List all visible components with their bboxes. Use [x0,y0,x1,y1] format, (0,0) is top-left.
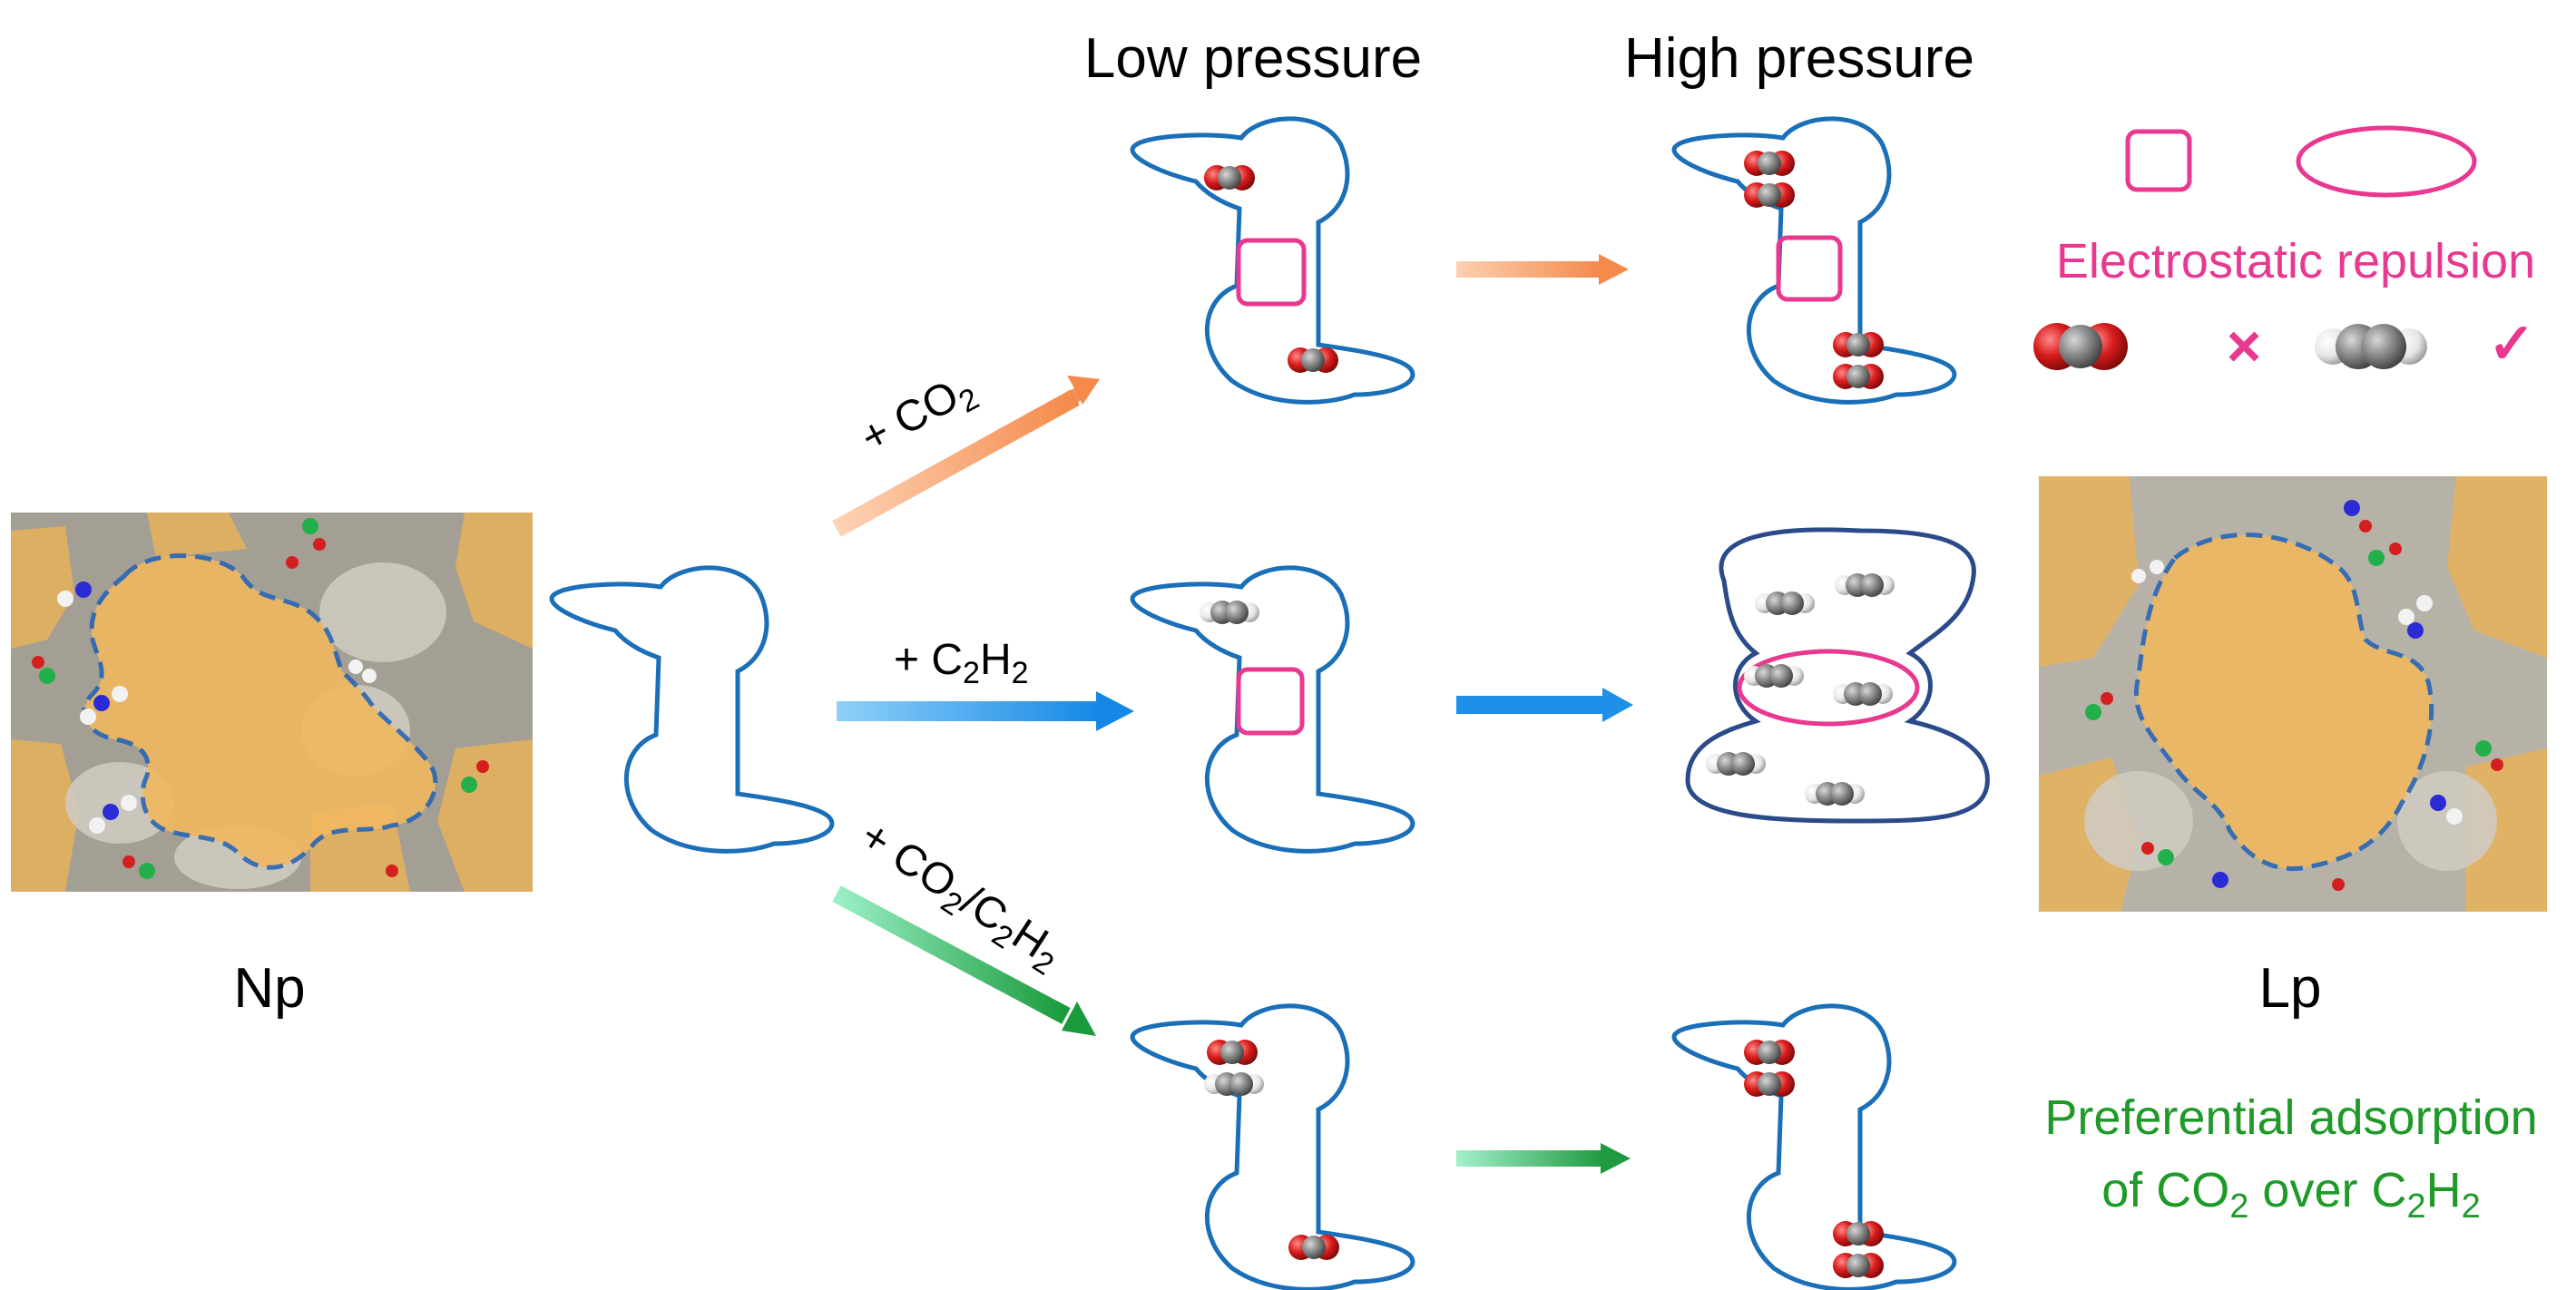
co2-molecule [1833,1253,1884,1278]
high-pressure-header: High pressure [1624,27,1974,90]
c2h2-molecule [1805,782,1865,806]
initial-pore [552,568,832,852]
lp-label: Lp [2259,957,2322,1020]
legend-co2-molecule [2033,323,2128,370]
legend-c2h2-molecule [2315,324,2427,369]
c2h2-low-pressure-pore [1132,568,1413,852]
lp-atoms [2085,500,2503,891]
co2-high-pressure-pore [1674,119,1954,403]
c2h2-molecule [1200,601,1259,624]
co2-molecule [1833,1221,1884,1246]
repulsion-square [1236,667,1305,736]
np-atoms [32,518,489,879]
c2h2-branch-label: + C2H2 [894,636,1029,690]
lp-structure-image [2039,476,2547,912]
legend-check-icon: ✓ [2488,313,2535,376]
np-structure-image [11,513,533,892]
c2h2-molecule [1204,1072,1264,1096]
co2-molecule [1744,151,1795,176]
co2-molecule [1744,1071,1795,1097]
legend: Electrostatic repulsion × ✓ [2033,125,2535,379]
c2h2-molecule [1835,573,1895,597]
co2-molecule [1833,332,1884,357]
co2-molecule [1288,347,1338,373]
conclusion-line-2: of CO2 over C2H2 [2101,1163,2481,1226]
mixture-low-pressure-pore [1132,1006,1413,1290]
c2h2-pressure-arrow [1456,688,1633,722]
c2h2-molecule [1744,664,1804,688]
c2h2-high-pressure-expanded-pore [1685,527,1990,824]
co2-molecule [1204,165,1255,191]
co2-molecule [1744,182,1795,208]
mixture-pressure-arrow [1456,1143,1631,1174]
np-label: Np [233,957,305,1020]
legend-repulsion-label: Electrostatic repulsion [2056,234,2535,288]
mixture-branch-arrow [832,885,1096,1036]
lp-pore-outline [2133,533,2434,872]
legend-ellipse-symbol [2296,125,2477,198]
c2h2-molecule [1755,591,1815,615]
conclusion-line-1: Preferential adsorption [2044,1090,2537,1145]
co2-branch-arrow [832,376,1100,537]
co2-molecule [1207,1040,1258,1065]
c2h2-molecule [1706,752,1766,776]
co2-molecule [1744,1040,1795,1065]
legend-square-symbol [2125,129,2192,192]
repulsion-square [1236,238,1307,307]
legend-cross-icon: × [2227,312,2262,379]
co2-pressure-arrow [1456,254,1629,285]
low-pressure-header: Low pressure [1084,27,1422,90]
c2h2-branch-arrow [837,691,1134,731]
repulsion-square [1776,235,1843,302]
c2h2-molecule [1833,682,1893,706]
co2-low-pressure-pore [1132,119,1413,403]
co2-molecule [1288,1235,1339,1260]
mixture-high-pressure-pore [1674,1006,1954,1290]
co2-molecule [1833,364,1884,389]
repulsion-ellipse [1737,649,1920,727]
